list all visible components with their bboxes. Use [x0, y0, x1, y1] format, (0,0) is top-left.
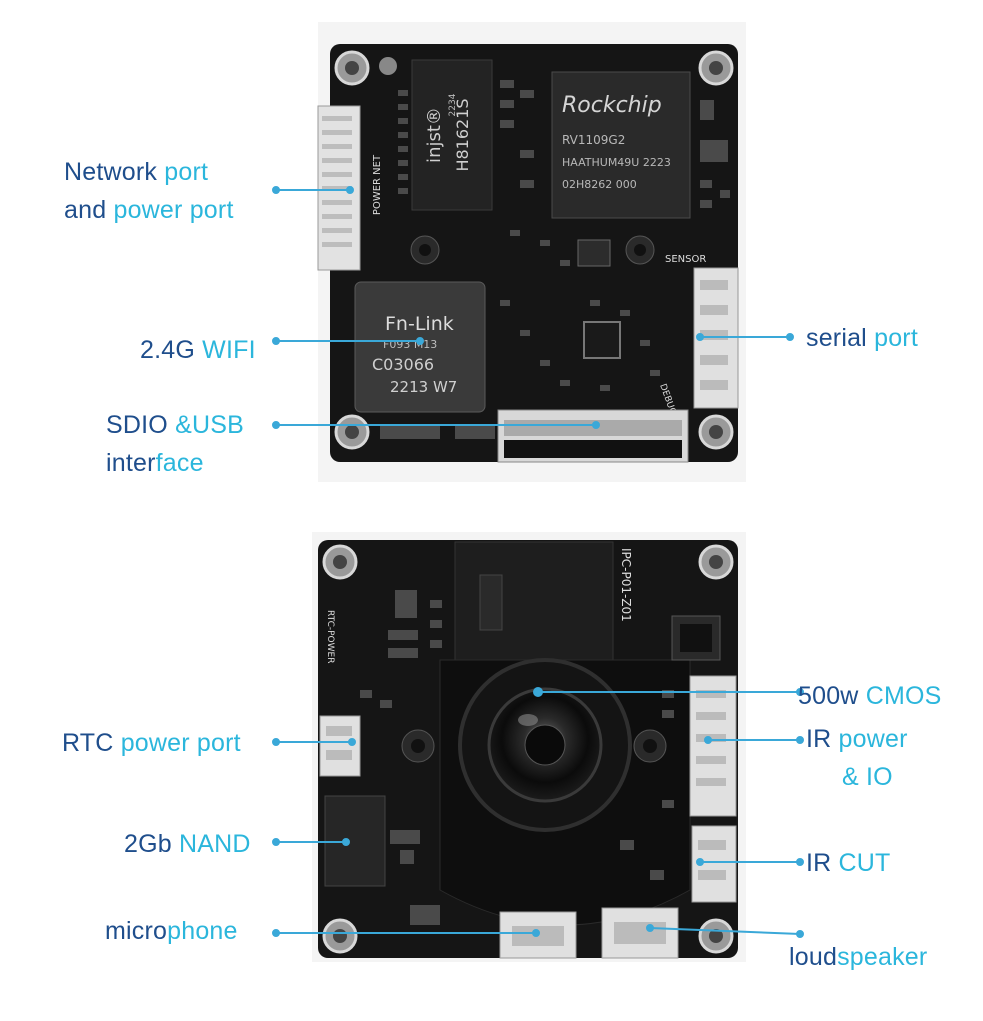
- ir-power-io-connector: [689, 675, 737, 817]
- soc-line3: 02H8262 000: [562, 178, 637, 191]
- label-serial-port: serial port: [806, 319, 918, 357]
- label-text: IR: [806, 725, 839, 753]
- label-text: and: [64, 196, 114, 224]
- label-text: power port: [113, 196, 234, 224]
- leader-dot: [272, 929, 280, 937]
- bottom-pcb-board: IPC-P01-Z01 RTC-POWER: [312, 532, 746, 962]
- leader-dot: [796, 688, 804, 696]
- wifi-brand: Fn-Link: [385, 313, 454, 335]
- leader-dot: [416, 337, 424, 345]
- silk-power-net: POWER NET: [372, 154, 383, 215]
- label-text: serial: [806, 324, 875, 352]
- label-text: CUT: [838, 849, 891, 877]
- label-text: CMOS: [865, 682, 942, 710]
- label-ir-power-io: IR power & IO: [806, 720, 908, 796]
- label-text: 2.4G: [140, 336, 203, 364]
- label-text: micro: [105, 917, 168, 945]
- label-text: phone: [167, 917, 238, 945]
- soc-line2: HAATHUM49U 2223: [562, 156, 671, 169]
- cmos-lens: [458, 658, 632, 832]
- leader-dot: [796, 930, 804, 938]
- mag-brand: injst®: [424, 107, 445, 163]
- leader-dot: [796, 858, 804, 866]
- wifi-module: Fn-Link F093 M13 C03066 2213 W7: [354, 281, 486, 413]
- leader-dot: [786, 333, 794, 341]
- label-text: NAND: [179, 830, 251, 858]
- leader-dot: [533, 687, 543, 697]
- network-power-connector: [317, 105, 361, 271]
- soc-chip: Rockchip RV1109G2 HAATHUM49U 2223 02H826…: [551, 71, 691, 219]
- wifi-line2: C03066: [372, 355, 434, 374]
- sdio-usb-fpc-connector: [497, 409, 689, 463]
- label-text: port: [874, 324, 918, 352]
- label-text: 500w: [798, 682, 866, 710]
- leader-dot: [272, 838, 280, 846]
- leader-lines: [272, 186, 804, 938]
- label-text: RTC: [62, 729, 121, 757]
- leader-dot: [348, 738, 356, 746]
- soc-brand: Rockchip: [562, 93, 662, 118]
- leader-dot: [696, 333, 704, 341]
- silk-sensor: SENSOR: [665, 254, 706, 265]
- wifi-line1: F093 M13: [383, 338, 437, 351]
- label-text: SDIO: [106, 411, 176, 439]
- loudspeaker-connector: [601, 907, 679, 959]
- label-text: & IO: [842, 763, 893, 791]
- label-microphone: microphone: [105, 912, 238, 950]
- mag-code: H81621S: [453, 98, 472, 171]
- label-text: face: [155, 449, 204, 477]
- label-sdio-usb-interface: SDIO &USB interface: [106, 406, 244, 482]
- label-text: 2Gb: [124, 830, 179, 858]
- label-text: port: [164, 158, 209, 186]
- label-text: IR: [806, 849, 839, 877]
- label-network-power-port: Network port and power port: [64, 153, 234, 229]
- rtc-power-connector: [319, 715, 361, 777]
- label-cmos: 500w CMOS: [798, 677, 942, 715]
- leader-speaker: [649, 927, 801, 935]
- leader-dot: [696, 858, 704, 866]
- label-text: power port: [120, 729, 241, 757]
- leader-dot: [796, 736, 804, 744]
- leader-dot: [592, 421, 600, 429]
- label-loudspeaker: loudspeaker: [789, 938, 927, 976]
- leader-dot: [532, 929, 540, 937]
- mag-num: 2234: [448, 93, 458, 116]
- leader-dot: [704, 736, 712, 744]
- label-rtc-power-port: RTC power port: [62, 724, 241, 762]
- leader-dot: [272, 738, 280, 746]
- leader-dot: [272, 186, 280, 194]
- label-wifi: 2.4G WIFI: [140, 331, 256, 369]
- silk-model: IPC-P01-Z01: [619, 548, 633, 622]
- leader-dot: [272, 421, 280, 429]
- magnetics-chip: injst® H81621S 2234: [411, 59, 493, 211]
- wifi-line3: 2213 W7: [390, 378, 457, 396]
- label-text: inter: [106, 449, 156, 477]
- label-text: speaker: [837, 943, 928, 971]
- leader-dot: [346, 186, 354, 194]
- label-text: power: [838, 725, 908, 753]
- label-text: Network: [64, 158, 165, 186]
- label-text: &USB: [175, 411, 244, 439]
- leader-dot: [342, 838, 350, 846]
- top-pcb-board: POWER NET injst® H81621S 2234: [317, 22, 746, 482]
- label-text: loud: [789, 943, 838, 971]
- label-text: WIFI: [202, 336, 256, 364]
- leader-dot: [272, 337, 280, 345]
- label-ir-cut: IR CUT: [806, 844, 891, 882]
- label-nand: 2Gb NAND: [124, 825, 251, 863]
- silk-rtc: RTC-POWER: [325, 610, 335, 663]
- soc-line1: RV1109G2: [562, 133, 625, 147]
- leader-dot: [646, 924, 654, 932]
